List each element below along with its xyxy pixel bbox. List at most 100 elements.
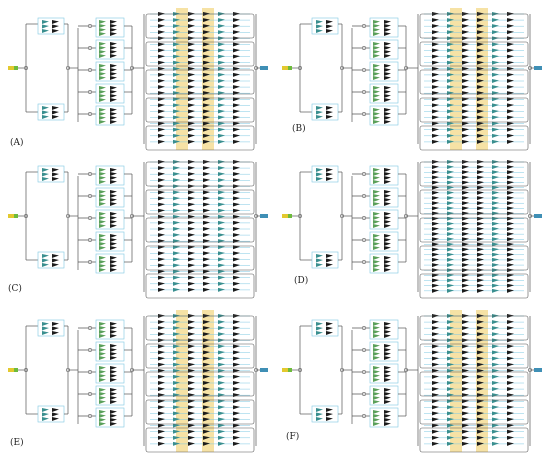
component-block-icon <box>477 121 484 126</box>
component-block-icon <box>233 287 240 292</box>
component-block-icon <box>507 115 514 120</box>
component-block-icon <box>492 30 499 35</box>
component-block-icon <box>462 30 469 35</box>
component-block-icon <box>373 322 380 326</box>
component-block-icon <box>203 233 210 238</box>
component-block-icon <box>507 85 514 90</box>
component-block-icon <box>384 268 391 272</box>
component-block-icon <box>203 338 210 343</box>
component-block-icon <box>99 76 106 80</box>
wire-loop <box>145 13 255 39</box>
component-block-icon <box>233 103 240 108</box>
component-block-icon <box>203 435 210 440</box>
component-block-icon <box>188 326 195 331</box>
component-block-icon <box>373 168 380 172</box>
component-block-icon <box>507 350 514 355</box>
component-block-icon <box>373 50 380 54</box>
wire-loop <box>95 105 125 126</box>
component-block-icon <box>492 196 499 201</box>
component-block-icon <box>447 185 454 190</box>
component-block-icon <box>158 362 165 367</box>
output-sink-icon <box>260 368 268 372</box>
component-block-icon <box>173 417 180 422</box>
junction-node-icon <box>87 259 93 265</box>
component-block-icon <box>233 435 240 440</box>
component-block-icon <box>373 374 380 378</box>
component-block-icon <box>507 374 514 379</box>
component-block-icon <box>316 106 323 110</box>
component-block-icon <box>218 172 225 177</box>
component-block-icon <box>462 411 469 416</box>
component-block-icon <box>203 85 210 90</box>
input-source-icon <box>288 66 292 70</box>
component-block-icon <box>99 370 106 374</box>
component-block-icon <box>158 127 165 132</box>
component-block-icon <box>447 227 454 231</box>
component-block-icon <box>110 234 117 238</box>
wire-loop <box>37 17 65 35</box>
component-block-icon <box>462 133 469 138</box>
junction-node-icon <box>87 237 93 243</box>
component-block-icon <box>432 227 439 231</box>
component-block-icon <box>173 24 180 29</box>
component-block-icon <box>492 387 499 392</box>
component-block-icon <box>233 60 240 65</box>
component-block-icon <box>462 139 469 144</box>
component-block-icon <box>110 344 117 348</box>
component-block-icon <box>233 326 240 331</box>
component-block-icon <box>99 246 106 250</box>
wire-loop <box>145 41 255 67</box>
component-block-icon <box>158 233 165 238</box>
component-block-icon <box>447 221 454 226</box>
component-block-icon <box>233 36 240 41</box>
component-block-icon <box>99 72 106 76</box>
component-block-icon <box>99 32 106 36</box>
component-block-icon <box>384 180 391 184</box>
component-block-icon <box>110 238 117 242</box>
component-block-icon <box>384 90 391 94</box>
component-block-icon <box>173 287 180 292</box>
component-block-icon <box>507 103 514 108</box>
component-block-icon <box>373 388 380 392</box>
wire-loop <box>369 253 399 274</box>
panel-label-d: (D) <box>294 276 309 286</box>
component-block-icon <box>373 326 380 330</box>
component-block-icon <box>373 112 380 116</box>
input-source-icon <box>14 66 18 70</box>
wire-loop <box>311 405 339 423</box>
input-source-icon <box>288 214 292 218</box>
component-block-icon <box>158 417 165 422</box>
component-block-icon <box>188 60 195 65</box>
component-block-icon <box>447 79 454 83</box>
component-block-icon <box>384 190 391 194</box>
component-block-icon <box>492 441 499 446</box>
component-block-icon <box>218 109 225 114</box>
component-block-icon <box>477 288 484 293</box>
component-block-icon <box>52 106 59 110</box>
component-block-icon <box>110 42 117 46</box>
component-block-icon <box>158 423 165 428</box>
component-block-icon <box>316 408 323 412</box>
component-block-icon <box>110 202 117 206</box>
component-block-icon <box>158 79 165 83</box>
component-block-icon <box>173 121 180 126</box>
component-block-icon <box>42 29 49 33</box>
component-block-icon <box>233 202 240 207</box>
component-block-icon <box>326 412 333 417</box>
component-block-icon <box>173 166 180 171</box>
component-block-icon <box>203 350 210 355</box>
wire-loop <box>419 189 529 215</box>
highlight-band <box>450 8 462 150</box>
component-block-icon <box>477 36 484 41</box>
component-block-icon <box>99 50 106 54</box>
input-source-icon <box>14 368 18 372</box>
component-block-icon <box>373 24 380 28</box>
component-block-icon <box>507 326 514 331</box>
component-block-icon <box>432 48 439 53</box>
component-block-icon <box>233 184 240 189</box>
component-block-icon <box>110 348 117 352</box>
component-block-icon <box>373 86 380 90</box>
component-block-icon <box>507 127 514 132</box>
component-block-icon <box>447 54 454 59</box>
component-block-icon <box>432 30 439 35</box>
